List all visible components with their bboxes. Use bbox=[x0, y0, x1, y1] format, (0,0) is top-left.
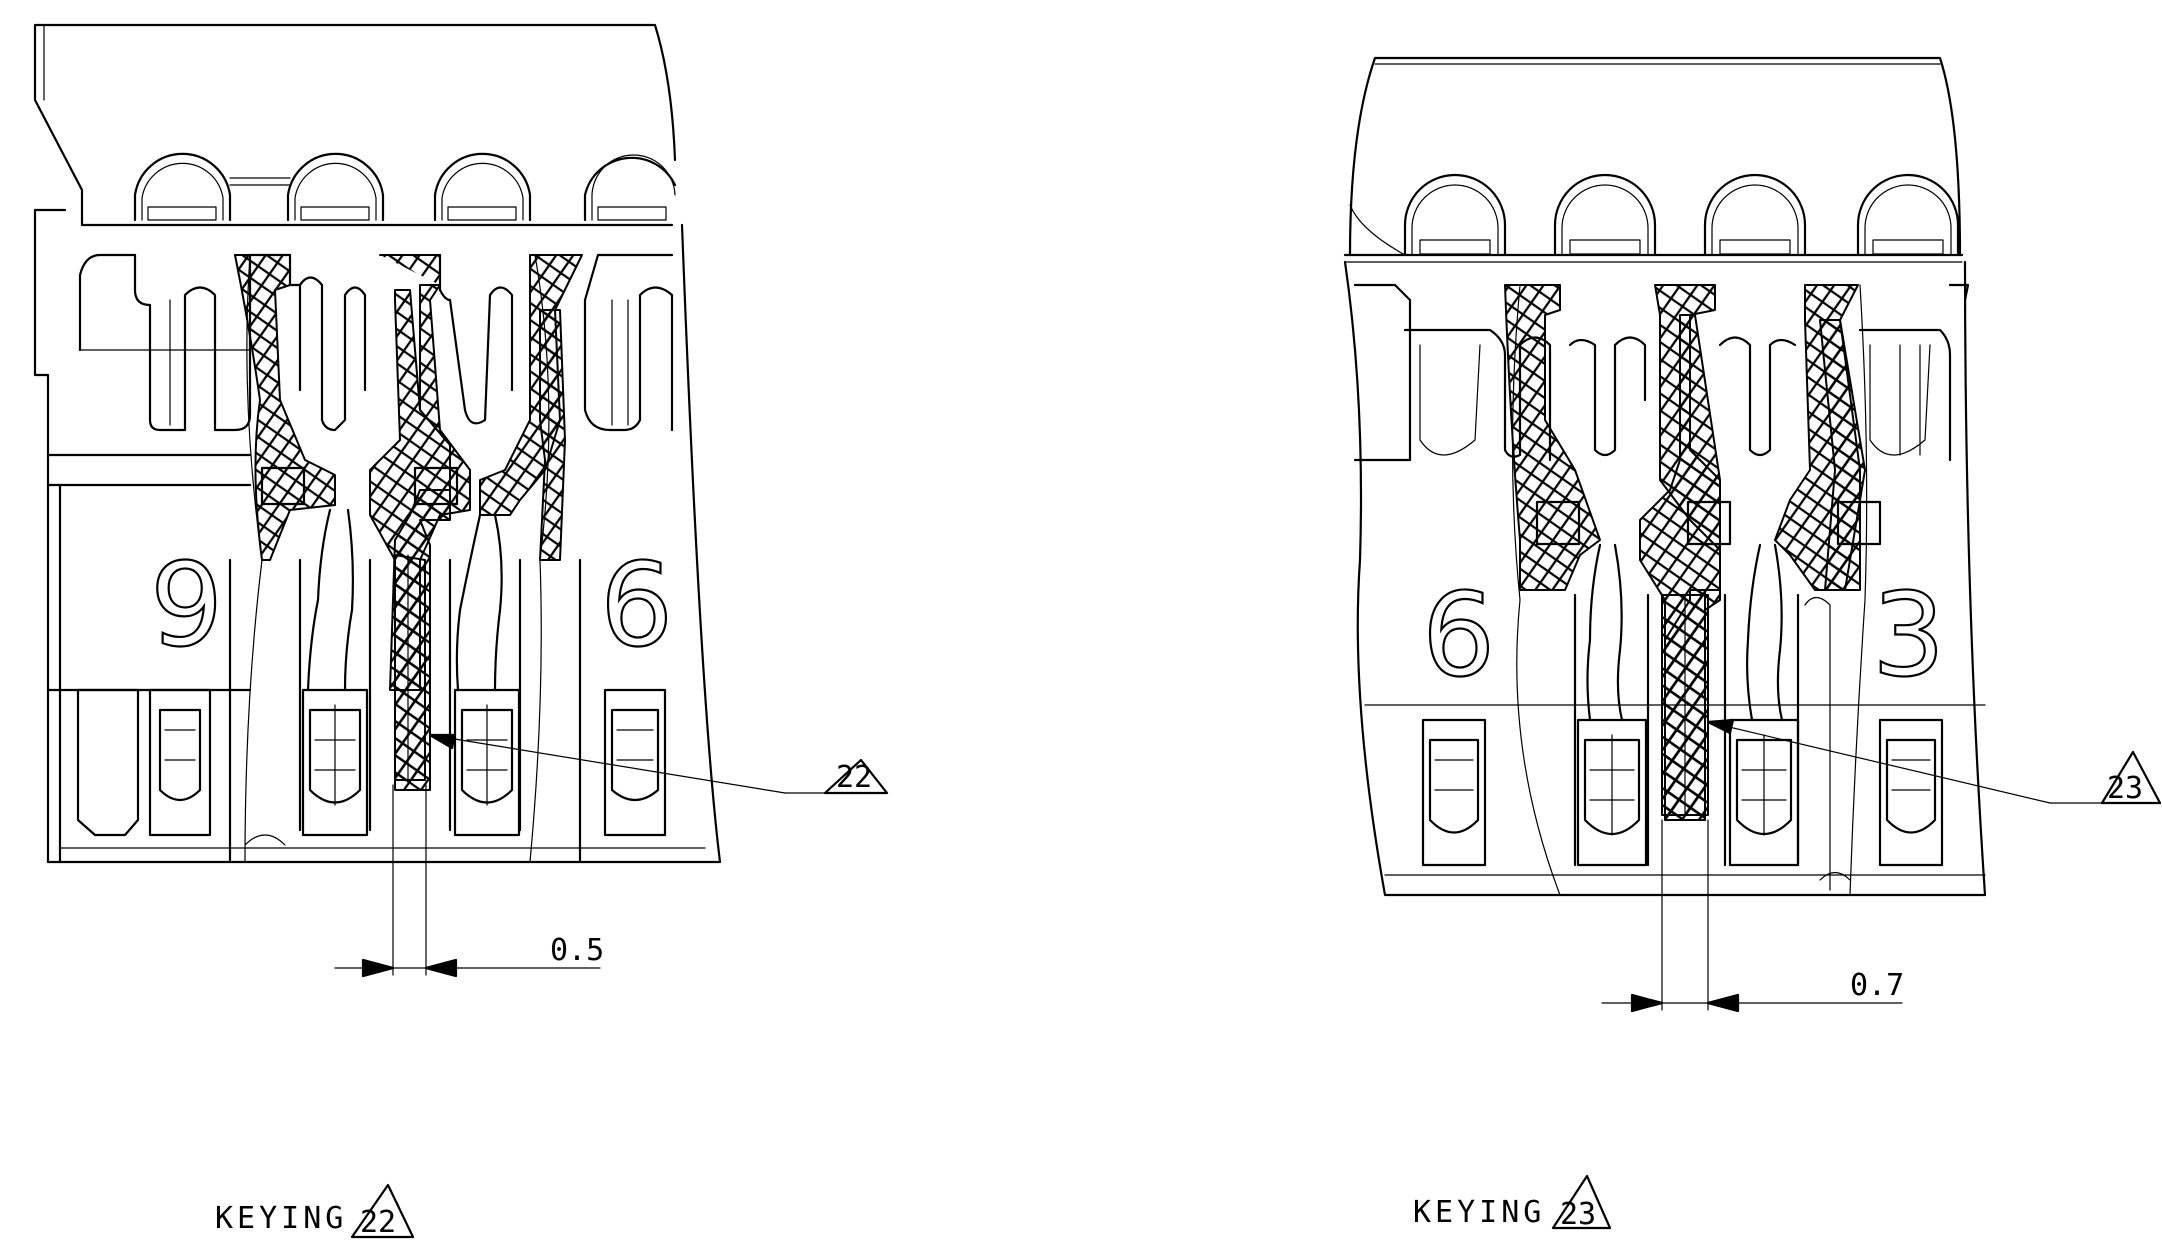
terminal-windows-right bbox=[1421, 596, 1944, 891]
keying-number-left: 22 bbox=[360, 1205, 396, 1240]
keying-triangle-right bbox=[1551, 1174, 1612, 1230]
contact-square-left-2 bbox=[413, 466, 459, 506]
break-line-right-inner bbox=[1849, 284, 1868, 896]
break-line-left-inner bbox=[1511, 284, 1561, 896]
main-body-outline bbox=[33, 208, 722, 864]
key-blade-right bbox=[1661, 594, 1709, 1011]
callout-number-right: 23 bbox=[2107, 771, 2143, 806]
callout-number-left: 22 bbox=[836, 760, 872, 795]
callout-triangle-left bbox=[823, 758, 889, 795]
contact-square-right-2 bbox=[1686, 500, 1732, 546]
key-blade-left bbox=[392, 554, 427, 976]
contact-square-right-1 bbox=[1535, 500, 1581, 546]
contact-square-right-3 bbox=[1836, 500, 1882, 546]
dimension-right: 0.7 bbox=[1601, 968, 1904, 1013]
main-body-outline bbox=[1343, 260, 1987, 897]
callout-leader-left: 22 bbox=[428, 733, 889, 795]
break-line-right-inner bbox=[529, 254, 550, 863]
terminal-springs-right bbox=[1573, 543, 1800, 867]
position-digit-right-b: 3 bbox=[1872, 569, 1945, 703]
dimension-value-right: 0.7 bbox=[1850, 968, 1904, 1003]
connector-view-left: 9 6 22 0.5 KEYING 22 bbox=[33, 23, 889, 1240]
position-digit-left-b: 6 bbox=[600, 539, 673, 673]
terminal-windows-left bbox=[76, 558, 667, 862]
dimension-value-left: 0.5 bbox=[550, 933, 604, 968]
keying-triangle-left bbox=[350, 1183, 415, 1239]
top-screw-row bbox=[1349, 173, 1960, 257]
callout-leader-right: 23 bbox=[1706, 718, 2162, 806]
upper-slots bbox=[78, 253, 674, 432]
keying-text-right: KEYING bbox=[1413, 1195, 1545, 1230]
top-housing-outline bbox=[1348, 56, 1962, 257]
position-digit-left-a: 9 bbox=[150, 539, 223, 673]
callout-triangle-right bbox=[2100, 750, 2162, 805]
top-housing-outline bbox=[33, 23, 677, 227]
contact-square-left-1 bbox=[260, 466, 306, 506]
break-line-left-inner bbox=[244, 254, 263, 863]
connector-view-right: 6 3 23 0.7 KEYING 23 bbox=[1343, 56, 2162, 1232]
keying-text-left: KEYING bbox=[215, 1201, 347, 1236]
dimension-left: 0.5 bbox=[334, 933, 604, 978]
keying-label-left: KEYING 22 bbox=[215, 1183, 415, 1240]
top-screw-row bbox=[133, 152, 677, 222]
keying-number-right: 23 bbox=[1560, 1197, 1596, 1232]
keying-label-right: KEYING 23 bbox=[1413, 1174, 1612, 1232]
upper-slots bbox=[1353, 283, 1970, 462]
position-digit-right-a: 6 bbox=[1422, 569, 1495, 703]
terminal-springs-left bbox=[298, 508, 522, 832]
